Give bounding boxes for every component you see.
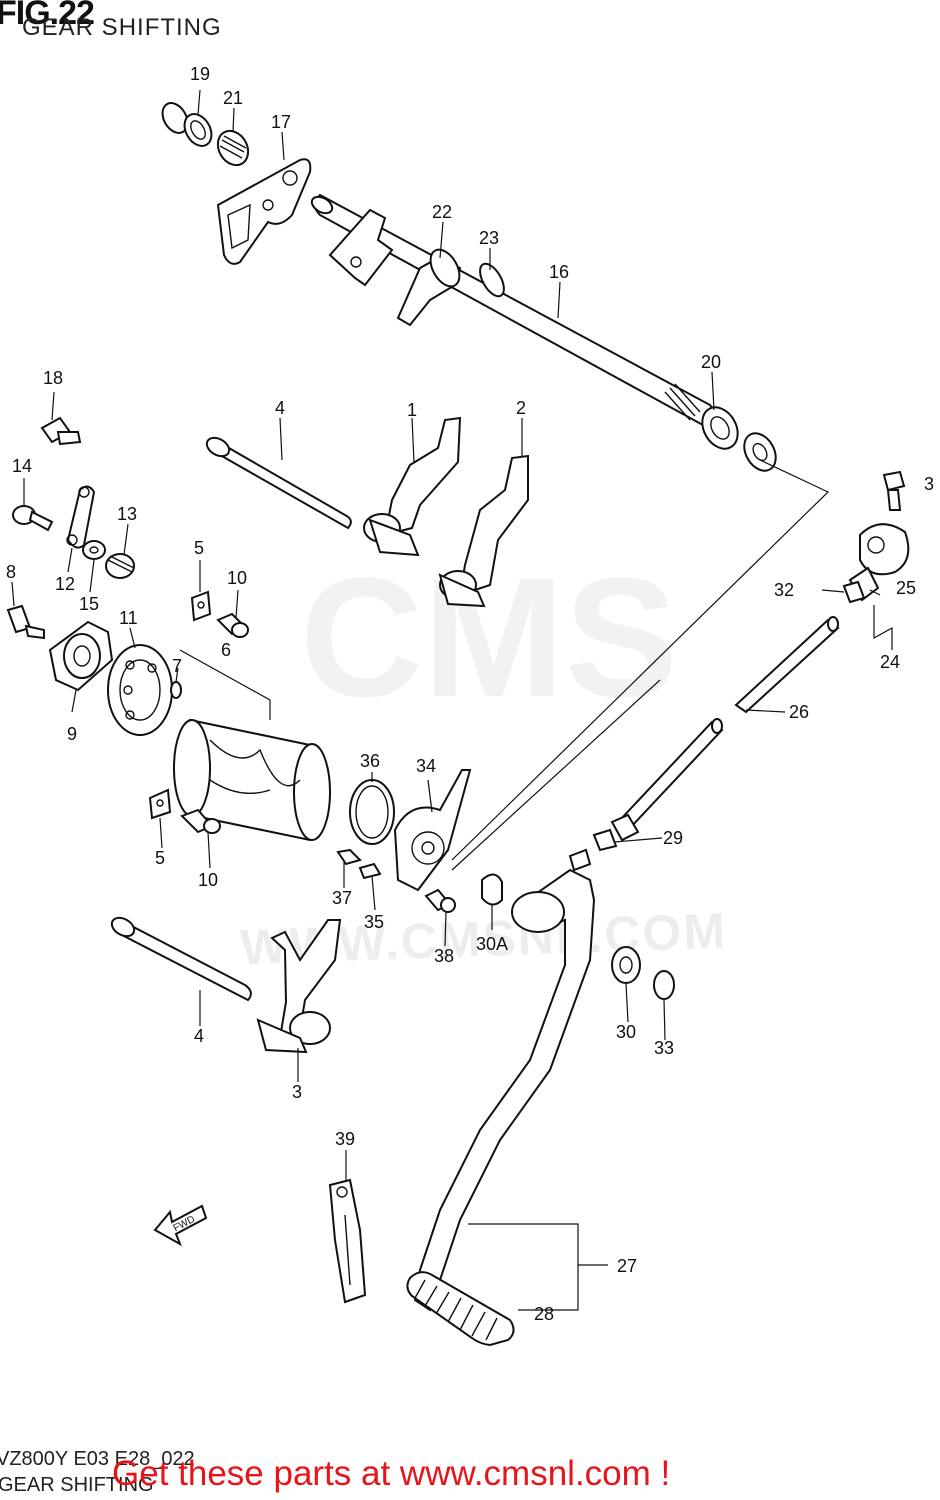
label-8: 8 xyxy=(6,562,16,582)
label-15: 15 xyxy=(79,594,99,614)
nut-32 xyxy=(842,580,866,604)
plate-5-upper xyxy=(190,590,212,622)
gearshift-cam-6 xyxy=(173,718,331,842)
joint-25 xyxy=(848,523,910,602)
pin-35 xyxy=(358,862,382,880)
washer-30 xyxy=(611,946,641,984)
label-30: 30 xyxy=(616,1022,636,1042)
o-ring-36 xyxy=(349,779,395,845)
label-5-lower: 5 xyxy=(155,848,165,868)
bolt-3-right xyxy=(882,470,906,511)
label-9: 9 xyxy=(67,724,77,744)
circlip-19 xyxy=(161,102,213,147)
link-rod-lower xyxy=(610,718,724,842)
screw-10-upper xyxy=(216,612,249,638)
link-rod-26 xyxy=(734,616,840,714)
washer-30A xyxy=(481,873,503,906)
label-28: 28 xyxy=(534,1304,554,1324)
shift-fork-1 xyxy=(363,416,462,557)
label-34: 34 xyxy=(416,756,436,776)
fwd-arrow-icon: FWD xyxy=(153,1204,208,1247)
label-10-lower: 10 xyxy=(198,870,218,890)
label-16: 16 xyxy=(549,262,569,282)
label-14: 14 xyxy=(12,456,32,476)
label-4-lower: 4 xyxy=(194,1026,204,1046)
label-23: 23 xyxy=(479,228,499,248)
bracket-39 xyxy=(328,1178,367,1304)
label-36: 36 xyxy=(360,751,380,771)
cam-9 xyxy=(48,620,114,692)
label-35: 35 xyxy=(364,912,384,932)
screw-10-lower xyxy=(180,808,221,834)
stopper-arm-12 xyxy=(66,485,96,549)
pin-7 xyxy=(170,681,182,699)
label-19: 19 xyxy=(190,64,210,84)
label-21: 21 xyxy=(223,88,243,108)
label-6: 6 xyxy=(221,640,231,660)
label-27: 27 xyxy=(617,1256,637,1276)
label-17: 17 xyxy=(271,112,291,132)
label-4-upper: 4 xyxy=(275,398,285,418)
footpeg-rubber-28 xyxy=(406,1271,515,1347)
label-7: 7 xyxy=(172,656,182,676)
promo-link[interactable]: Get these parts at www.cmsnl.com ! xyxy=(112,1454,671,1493)
circlip-33 xyxy=(653,970,675,1000)
label-24: 24 xyxy=(880,652,900,672)
shift-arm-22 xyxy=(328,208,462,327)
label-25: 25 xyxy=(896,578,916,598)
spring-37 xyxy=(336,848,362,866)
shift-plate-17 xyxy=(216,158,312,265)
label-37: 37 xyxy=(332,888,352,908)
label-2: 2 xyxy=(516,398,526,418)
label-5-upper: 5 xyxy=(194,538,204,558)
fwd-label: FWD xyxy=(172,1214,197,1234)
shift-fork-2 xyxy=(438,454,529,608)
label-22: 22 xyxy=(432,202,452,222)
washer-15 xyxy=(82,540,106,560)
label-1: 1 xyxy=(407,400,417,420)
figure-title: FIG.22 xyxy=(0,0,95,32)
nut-29 xyxy=(592,828,618,852)
label-39: 39 xyxy=(335,1129,355,1149)
shift-fork-3 xyxy=(256,919,342,1054)
label-13: 13 xyxy=(117,504,137,524)
label-20: 20 xyxy=(701,352,721,372)
bolt-14 xyxy=(12,505,54,532)
collar-23 xyxy=(479,262,505,298)
bolt-18 xyxy=(40,416,82,446)
spring-13 xyxy=(105,553,135,579)
label-30A: 30A xyxy=(476,934,508,954)
screw-38 xyxy=(424,888,456,913)
gearshift-lever-27 xyxy=(413,848,596,1312)
part-labels: 19 21 17 22 23 16 18 4 1 2 20 3 14 13 5 … xyxy=(6,64,934,1324)
label-18: 18 xyxy=(43,368,63,388)
reference-subtitle: GEAR SHIFTING xyxy=(0,1474,154,1496)
shift-pawl-34 xyxy=(393,769,472,892)
reference-code: VZ800Y E03 E28_022 xyxy=(0,1448,195,1470)
pin-8 xyxy=(6,604,45,640)
fork-shaft-4-lower xyxy=(110,916,252,1002)
label-3-right: 3 xyxy=(924,474,934,494)
label-38: 38 xyxy=(434,946,454,966)
label-11: 11 xyxy=(119,608,138,628)
oil-seal-20 xyxy=(701,406,777,472)
label-10-upper: 10 xyxy=(227,568,247,588)
label-29: 29 xyxy=(663,828,683,848)
figure-subtitle: GEAR SHIFTING xyxy=(22,14,222,41)
spring-21 xyxy=(216,129,250,167)
fork-shaft-4-upper xyxy=(205,436,352,530)
leader-lines xyxy=(11,89,893,1311)
plate-5-lower xyxy=(148,788,172,820)
label-12: 12 xyxy=(55,574,75,594)
label-33: 33 xyxy=(654,1038,674,1058)
label-3-lower: 3 xyxy=(292,1082,302,1102)
bearing-11 xyxy=(107,644,173,736)
label-32: 32 xyxy=(774,580,794,600)
label-26: 26 xyxy=(789,702,809,722)
